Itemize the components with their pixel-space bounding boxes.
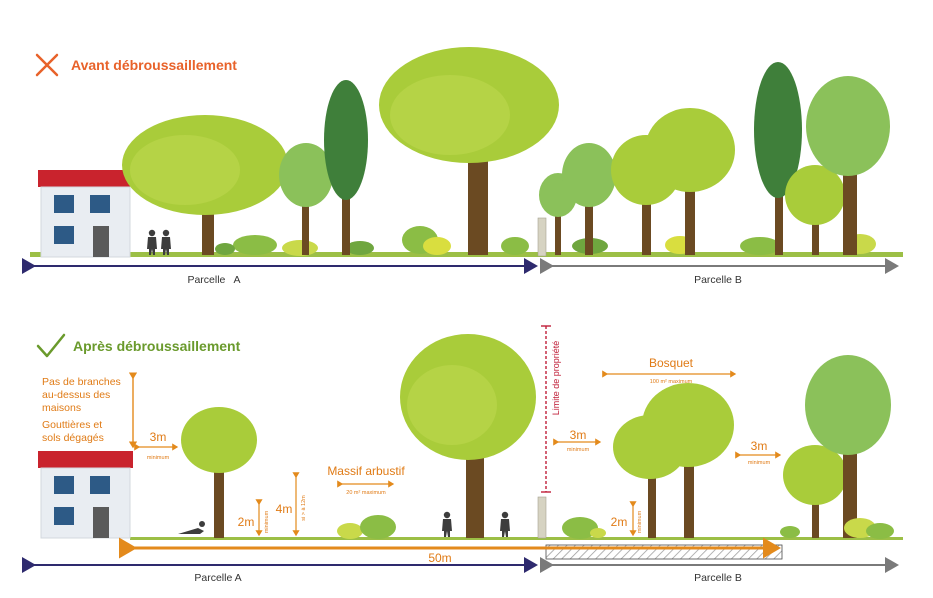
before-scene: Avant débroussaillement bbox=[22, 47, 903, 286]
parcel-b-label-after: Parcelle B bbox=[694, 572, 742, 584]
dim-3m-b-label: 3m bbox=[570, 428, 587, 442]
dim-3m-c-label: 3m bbox=[751, 439, 768, 453]
fence-after bbox=[537, 496, 547, 539]
house-before bbox=[37, 169, 134, 258]
dim-4m-sub: si > à 12m bbox=[301, 495, 307, 521]
trees-before bbox=[122, 47, 890, 255]
property-limit-label: Limite de propriété bbox=[551, 341, 561, 416]
massif-label: Massif arbustif bbox=[327, 464, 405, 478]
massif-sub: 20 m² maximum bbox=[346, 490, 386, 496]
reclining-person bbox=[178, 521, 205, 534]
dim-2m-a-label: 2m bbox=[238, 515, 255, 529]
trees-after bbox=[181, 334, 891, 538]
note-gutters-2: sols dégagés bbox=[42, 432, 104, 444]
after-title: Après débroussaillement bbox=[73, 338, 241, 354]
note-gutters-1: Gouttières et bbox=[42, 419, 102, 431]
before-title: Avant débroussaillement bbox=[71, 57, 237, 73]
house-after bbox=[37, 450, 134, 539]
dim-3m-b-sub: minimum bbox=[567, 447, 590, 453]
people-before bbox=[147, 229, 171, 255]
check-icon bbox=[36, 333, 66, 358]
dim-4m-label: 4m bbox=[276, 502, 293, 516]
note-branches-2: au-dessus des bbox=[42, 389, 110, 401]
after-scene: Après débroussaillement Pas de branches … bbox=[22, 325, 903, 584]
fence-before bbox=[537, 217, 547, 257]
dim-2m-b-label: 2m bbox=[611, 515, 628, 529]
house-3m-label: 3m bbox=[150, 430, 167, 444]
note-branches-1: Pas de branches bbox=[42, 376, 121, 388]
ground bbox=[30, 252, 903, 257]
bosquet-sub: 100 m² maximum bbox=[650, 379, 693, 385]
cross-icon bbox=[35, 53, 59, 77]
undergrowth-after bbox=[337, 515, 894, 539]
bosquet-label: Bosquet bbox=[649, 356, 694, 370]
dim-2m-b-sub: minimum bbox=[637, 510, 643, 533]
dim-2m-a-sub: minimum bbox=[264, 510, 270, 533]
parcel-a-label-after: Parcelle A bbox=[194, 572, 241, 584]
house-3m-sub: minimum bbox=[147, 455, 170, 461]
dim-3m-c-sub: minimum bbox=[748, 460, 771, 466]
parcel-a-label-before: Parcelle A bbox=[187, 274, 240, 286]
distance-50m-label: 50m bbox=[428, 551, 451, 565]
note-branches-3: maisons bbox=[42, 402, 81, 414]
parcel-b-label-before: Parcelle B bbox=[694, 274, 742, 286]
